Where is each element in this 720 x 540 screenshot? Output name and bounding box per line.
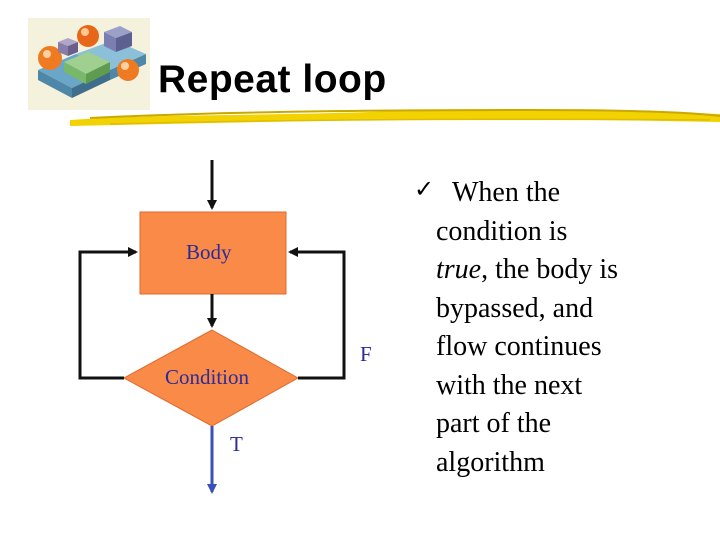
true-label: T [230, 432, 243, 456]
bullet-line: algorithm [436, 446, 545, 478]
bullet-line: flow continues [436, 331, 602, 362]
bullet-line: with the next [436, 369, 583, 401]
loop-back-right-arrow [288, 247, 346, 380]
condition-label: Condition [165, 365, 250, 389]
bullet-line: bypassed, and [436, 292, 594, 324]
body-box [139, 211, 287, 295]
bullet-line: condition is [436, 215, 568, 247]
slide-title: Repeat loop [158, 58, 387, 101]
bullet-line-rest: , the body is [481, 254, 618, 285]
bullet-line: When the [452, 177, 561, 208]
bullet-line: part of the [436, 408, 552, 439]
cubes-logo-icon [28, 18, 150, 110]
title-underline [70, 108, 720, 126]
checkmark-icon: ✓ [414, 175, 435, 203]
body-label: Body [186, 240, 232, 264]
false-label: F [360, 342, 372, 366]
bullet-line: true, the body is [436, 251, 618, 290]
emphasis-true: true [436, 254, 482, 285]
loop-back-left-arrow [78, 247, 138, 380]
